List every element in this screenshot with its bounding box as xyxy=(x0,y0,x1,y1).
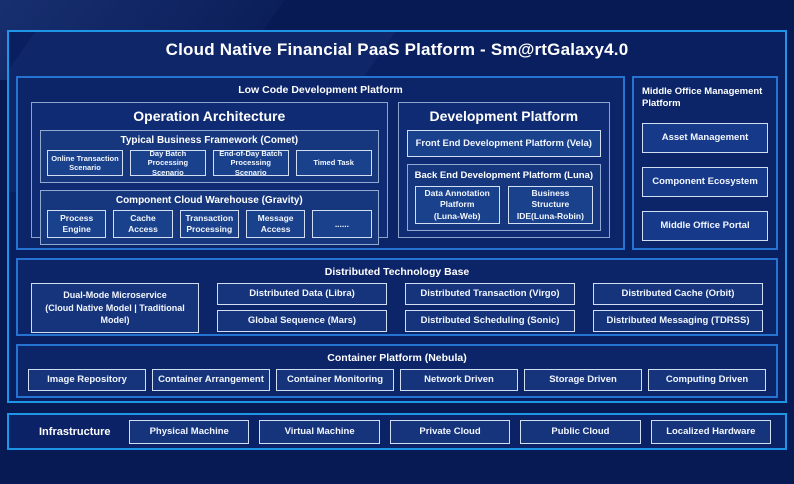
low-code-content: Operation Architecture Typical Business … xyxy=(18,96,623,245)
node-data-annotation-platform-luna-web: Data Annotation Platform (Luna-Web) xyxy=(414,186,500,224)
gravity-items: Process Engine Cache Access Transaction … xyxy=(47,210,372,238)
node-public-cloud: Public Cloud xyxy=(520,419,641,444)
node-cache-access: Cache Access xyxy=(113,210,173,238)
node-distributed-data-libra: Distributed Data (Libra) xyxy=(217,283,387,305)
comet-title: Typical Business Framework (Comet) xyxy=(120,135,299,146)
node-distributed-cache-orbit: Distributed Cache (Orbit) xyxy=(593,283,763,305)
node-day-batch-processing-scenario: Day Batch Processing Scenario xyxy=(129,149,206,177)
main-frame: Cloud Native Financial PaaS Platform - S… xyxy=(7,30,787,403)
operation-architecture-title: Operation Architecture xyxy=(133,108,286,124)
top-row: Low Code Development Platform Operation … xyxy=(16,76,778,250)
development-platform-title: Development Platform xyxy=(429,108,579,124)
node-computing-driven: Computing Driven xyxy=(648,369,766,391)
low-code-title: Low Code Development Platform xyxy=(238,84,403,96)
group-back-end-development-platform-luna: Back End Development Platform (Luna) Dat… xyxy=(406,164,601,231)
back-end-items: Data Annotation Platform (Luna-Web) Busi… xyxy=(414,186,594,224)
node-end-of-day-batch-processing-scenario: End-of-Day Batch Processing Scenario xyxy=(212,149,289,177)
group-component-cloud-warehouse-gravity: Component Cloud Warehouse (Gravity) Proc… xyxy=(40,190,379,245)
node-transaction-processing: Transaction Processing xyxy=(179,210,239,238)
node-online-transaction-scenario: Online Transaction Scenario xyxy=(47,150,123,176)
node-process-engine: Process Engine xyxy=(47,210,107,238)
node-middle-office-portal: Middle Office Portal xyxy=(642,210,768,241)
distributed-column-1: Distributed Data (Libra) Global Sequence… xyxy=(217,283,387,332)
node-distributed-messaging-tdrss: Distributed Messaging (TDRSS) xyxy=(593,310,763,332)
distributed-title: Distributed Technology Base xyxy=(324,266,470,278)
middle-office-title: Middle Office Management Platform xyxy=(642,86,763,110)
node-localized-hardware: Localized Hardware xyxy=(650,419,772,444)
gravity-title: Component Cloud Warehouse (Gravity) xyxy=(115,195,303,206)
node-ellipsis: ...... xyxy=(312,210,372,238)
section-distributed-technology-base: Distributed Technology Base Dual-Mode Mi… xyxy=(16,258,778,336)
node-container-monitoring: Container Monitoring xyxy=(276,369,394,391)
node-physical-machine: Physical Machine xyxy=(129,419,250,444)
node-asset-management: Asset Management xyxy=(642,122,768,153)
infrastructure-label: Infrastructure xyxy=(39,425,111,438)
container-items: Image Repository Container Arrangement C… xyxy=(18,364,776,391)
distributed-column-2: Distributed Transaction (Virgo) Distribu… xyxy=(405,283,575,332)
back-end-title: Back End Development Platform (Luna) xyxy=(414,170,593,181)
node-virtual-machine: Virtual Machine xyxy=(259,419,380,444)
node-image-repository: Image Repository xyxy=(28,369,146,391)
node-message-access: Message Access xyxy=(245,210,306,238)
node-dual-mode-microservice: Dual-Mode Microservice (Cloud Native Mod… xyxy=(31,283,199,333)
node-container-arrangement: Container Arrangement xyxy=(152,369,270,391)
distributed-content: Dual-Mode Microservice (Cloud Native Mod… xyxy=(18,278,776,333)
group-operation-architecture: Operation Architecture Typical Business … xyxy=(31,102,388,245)
comet-items: Online Transaction Scenario Day Batch Pr… xyxy=(47,149,372,177)
node-distributed-scheduling-sonic: Distributed Scheduling (Sonic) xyxy=(405,310,575,332)
group-development-platform: Development Platform Front End Developme… xyxy=(397,102,610,238)
distributed-column-3: Distributed Cache (Orbit) Distributed Me… xyxy=(593,283,763,332)
node-network-driven: Network Driven xyxy=(400,369,518,391)
node-distributed-transaction-virgo: Distributed Transaction (Virgo) xyxy=(405,283,575,305)
node-business-structure-ide-luna-robin: Business Structure IDE(Luna-Robin) xyxy=(507,186,594,224)
diagram-title: Cloud Native Financial PaaS Platform - S… xyxy=(165,40,629,59)
node-front-end-development-platform-vela: Front End Development Platform (Vela) xyxy=(406,130,601,157)
node-component-ecosystem: Component Ecosystem xyxy=(642,166,768,197)
section-low-code-development-platform: Low Code Development Platform Operation … xyxy=(16,76,625,250)
section-container-platform-nebula: Container Platform (Nebula) Image Reposi… xyxy=(16,344,778,398)
node-timed-task: Timed Task xyxy=(295,150,372,176)
node-private-cloud: Private Cloud xyxy=(389,419,511,444)
group-typical-business-framework-comet: Typical Business Framework (Comet) Onlin… xyxy=(40,130,379,183)
node-storage-driven: Storage Driven xyxy=(524,369,642,391)
section-infrastructure: Infrastructure Physical Machine Virtual … xyxy=(7,413,787,450)
node-global-sequence-mars: Global Sequence (Mars) xyxy=(217,310,387,332)
section-middle-office-management-platform: Middle Office Management Platform Asset … xyxy=(632,76,778,250)
container-platform-title: Container Platform (Nebula) xyxy=(327,352,467,364)
